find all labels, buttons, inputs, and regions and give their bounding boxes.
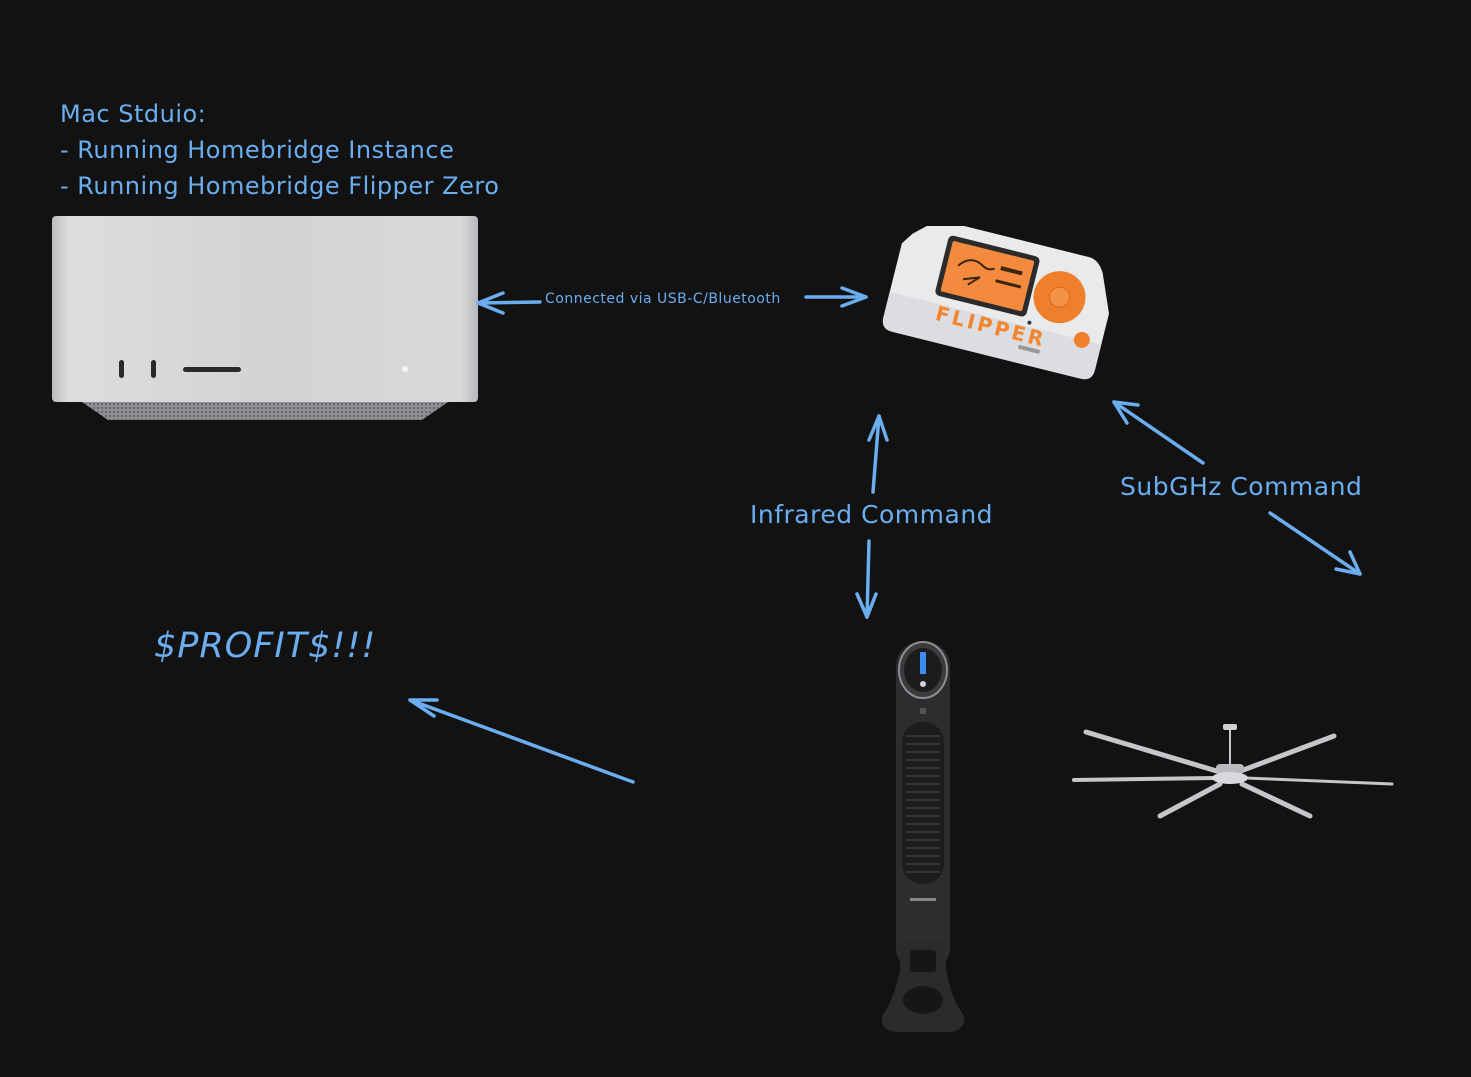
subghz-arrow-up-icon — [1112, 400, 1205, 465]
mac-studio-bullet-1: - Running Homebridge Instance — [60, 136, 455, 164]
mac-studio-image — [52, 214, 478, 420]
tower-fan-icon — [881, 641, 965, 1032]
profit-label: $PROFIT$!!! — [154, 626, 377, 666]
mac-studio-title: Mac Stduio: — [60, 100, 207, 128]
usb-arrow-right-icon — [804, 286, 868, 308]
mac-studio-icon — [52, 216, 478, 420]
ceiling-fan-image — [1070, 720, 1396, 824]
ceiling-fan-icon — [1072, 724, 1394, 819]
subghz-command-label: SubGHz Command — [1120, 472, 1363, 501]
infrared-command-label: Infrared Command — [750, 500, 994, 529]
tower-fan-image — [880, 640, 966, 1035]
usb-arrow-left-icon — [476, 291, 542, 315]
infrared-arrow-down-icon — [855, 539, 878, 619]
mac-studio-note: Mac Stduio: - Running Homebridge Instanc… — [60, 96, 499, 204]
subghz-arrow-down-icon — [1268, 511, 1362, 576]
usb-connection-label: Connected via USB-C/Bluetooth — [545, 291, 781, 307]
profit-arrow-icon — [408, 698, 635, 784]
infrared-arrow-up-icon — [867, 414, 889, 494]
flipper-zero-icon: FLIPPER — [882, 219, 1109, 380]
mac-studio-bullet-2: - Running Homebridge Flipper Zero — [60, 172, 500, 200]
flipper-zero-image: FLIPPER — [878, 219, 1113, 398]
